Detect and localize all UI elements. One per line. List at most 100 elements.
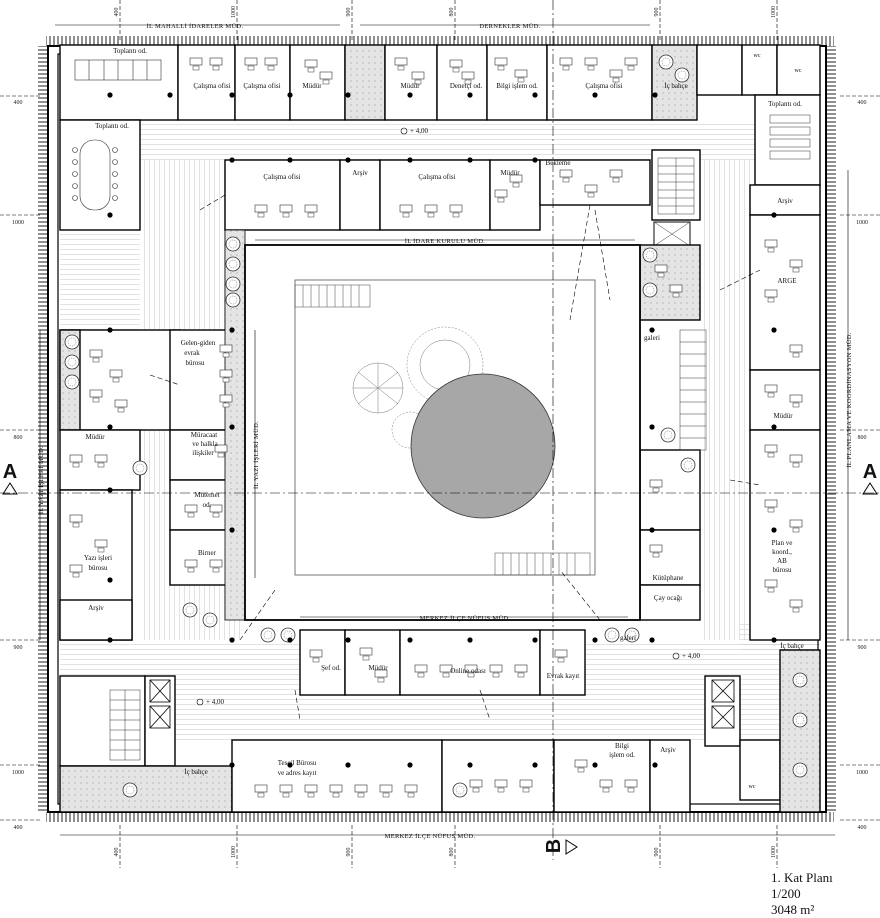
room-online: Online odası xyxy=(450,667,486,675)
dept-dernekler: DERNEKLER MÜD. xyxy=(479,23,540,30)
room-bilgi-islem-1: Bilgi işlem od. xyxy=(496,82,538,90)
dept-merkez-ilce-inner: MERKEZ İLÇE NÜFUS MÜD. xyxy=(420,615,511,622)
dimension-values: 400 1000 900 800 900 1000 400 1000 900 8… xyxy=(12,6,868,858)
dim-right-1: 400 xyxy=(858,100,867,106)
room-labels: Toplantı od. Çalışma ofisi Çalışma ofisi… xyxy=(84,47,804,790)
meeting-table-1 xyxy=(74,59,162,81)
room-evrak-kayit: Evrak kayıt xyxy=(547,672,580,680)
room-galeri-1: galeri xyxy=(644,334,660,342)
room-arge: ARGE xyxy=(777,277,796,285)
room-toplanti-2: Toplantı od. xyxy=(95,122,129,130)
dept-il-mahalli: İL MAHALLİ İDARELER MÜD. xyxy=(147,23,244,30)
room-sef-od: Şef od. xyxy=(321,664,341,672)
dim-bottom-1: 400 xyxy=(114,848,120,857)
dim-top-1: 400 xyxy=(114,8,120,17)
room-mudur-1: Müdür xyxy=(302,82,322,90)
elevation-right: + 4,00 xyxy=(682,652,700,660)
room-tescil-1: Tescil Bürosu xyxy=(278,759,317,767)
room-calisma-5: Çalışma ofisi xyxy=(418,173,455,181)
elevators xyxy=(149,679,735,729)
room-calisma-2: Çalışma ofisi xyxy=(243,82,280,90)
room-cay-ocagi: Çay ocağı xyxy=(654,594,682,602)
room-muracaat-2: ve halkla xyxy=(192,440,218,448)
dim-left-3: 800 xyxy=(14,435,23,441)
elevation-left: + 4,00 xyxy=(206,698,224,706)
courtyard-stair-bottom xyxy=(494,552,591,576)
bottom-rooms xyxy=(59,649,821,813)
dim-top-6: 1000 xyxy=(771,6,777,18)
stair-bottom-left xyxy=(109,689,141,761)
room-mutemet-2: od. xyxy=(203,501,212,509)
dept-planlama: İL PLANLAMA VE KOORDİNASYON MÜD. xyxy=(846,332,853,468)
section-markers: A A B xyxy=(0,0,880,860)
room-plan-2: koord., xyxy=(772,548,792,556)
dim-left-1: 400 xyxy=(14,100,23,106)
dim-bottom-3: 900 xyxy=(346,848,352,857)
room-bilgi-islem-2: Bilgi xyxy=(615,742,629,750)
room-arsiv-4: Arşiv xyxy=(660,746,676,754)
dim-left-4: 900 xyxy=(14,645,23,651)
plan-scale: 1/200 xyxy=(771,886,801,901)
room-birner: Birner xyxy=(198,549,217,557)
dim-top-2: 1000 xyxy=(231,6,237,18)
room-yazi-isleri-1: Yazı işleri xyxy=(84,554,112,562)
room-gelen-giden-2: evrak xyxy=(184,349,200,357)
room-kutuphane: Kütüphane xyxy=(653,574,684,582)
inner-top-rooms xyxy=(224,149,701,231)
room-plan-4: bürosu xyxy=(772,566,792,574)
room-plan-1: Plan ve xyxy=(772,539,793,547)
plan-area: 3048 m² xyxy=(771,902,815,917)
dim-bottom-5: 900 xyxy=(654,848,660,857)
room-wc-3: wc xyxy=(749,784,756,790)
top-rooms xyxy=(59,44,821,186)
room-wc-1: wc xyxy=(754,53,761,59)
dim-top-5: 900 xyxy=(654,8,660,17)
room-denetci: Denetçi od. xyxy=(450,82,483,90)
room-plan-3: AB xyxy=(777,557,787,565)
dim-top-4: 800 xyxy=(449,8,455,17)
courtyard-disc xyxy=(410,373,556,519)
room-muracaat-1: Müracaat xyxy=(191,431,217,439)
stair-right-middle xyxy=(679,329,707,451)
dim-bottom-6: 1000 xyxy=(771,846,777,858)
view-lines xyxy=(149,194,761,721)
dept-merkez-ilce-outer: MERKEZ İLÇE NÜFUS MÜD. xyxy=(385,833,476,840)
section-b: B xyxy=(543,839,565,853)
facade-louvres xyxy=(38,36,836,822)
dim-right-6: 400 xyxy=(858,825,867,831)
room-mudur-3: Müdür xyxy=(500,169,520,177)
dim-right-3: 800 xyxy=(858,435,867,441)
elevation-marks: + 4,00 + 4,00 + 4,00 xyxy=(196,127,700,706)
room-ic-bahce-2: İç bahçe xyxy=(780,642,804,650)
dim-right-5: 1000 xyxy=(856,770,868,776)
room-arsiv-3: Arşiv xyxy=(88,604,104,612)
meeting-table-2 xyxy=(72,139,118,211)
dept-yazi-isleri-outer: İL YAZI İŞLERİ MÜD. xyxy=(38,446,45,514)
dim-top-3: 900 xyxy=(346,8,352,17)
dim-bottom-4: 800 xyxy=(449,848,455,857)
room-toplanti-1: Toplantı od. xyxy=(113,47,147,55)
room-bilgi-islem-3: işlem od. xyxy=(609,751,635,759)
room-yazi-isleri-2: bürosu xyxy=(88,564,108,572)
room-bekleme: Bekleme xyxy=(546,159,571,167)
room-wc-2: wc xyxy=(795,68,802,74)
room-calisma-1: Çalışma ofisi xyxy=(193,82,230,90)
room-toplanti-3: Toplantı od. xyxy=(768,100,802,108)
room-muracaat-3: ilişkiler xyxy=(192,449,214,457)
room-ic-bahce-3: İç bahçe xyxy=(184,768,208,776)
room-arsiv-2: Arşiv xyxy=(777,197,793,205)
room-calisma-4: Çalışma ofisi xyxy=(263,173,300,181)
room-ic-bahce-1: İç bahçe xyxy=(664,82,688,90)
room-galeri-2: galeri xyxy=(620,634,636,642)
room-mutemet-1: Mutemet xyxy=(194,491,219,499)
dim-bottom-2: 1000 xyxy=(231,846,237,858)
room-gelen-giden-3: bürosu xyxy=(185,359,205,367)
dim-right-2: 1000 xyxy=(856,220,868,226)
plan-title: 1. Kat Planı xyxy=(771,870,833,885)
room-mudur-2: Müdür xyxy=(400,82,420,90)
dept-arrow-lines xyxy=(39,24,849,836)
dept-il-idare: İL İDARE KURULU MÜD. xyxy=(405,238,486,245)
section-a-left: A xyxy=(3,461,17,483)
room-arsiv-1: Arşiv xyxy=(352,169,368,177)
